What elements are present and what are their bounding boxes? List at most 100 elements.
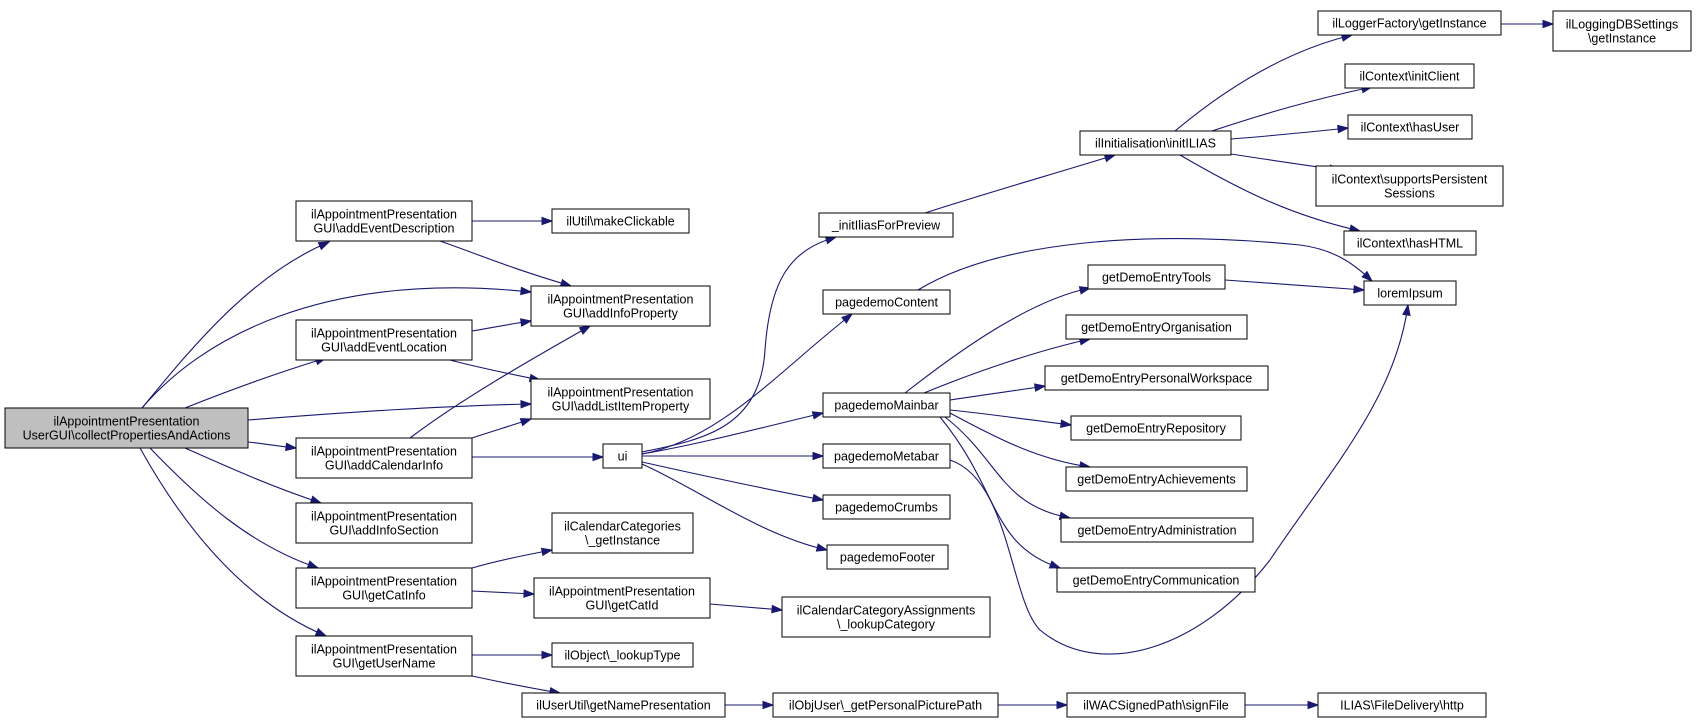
node-loggerFactory[interactable]: ilLoggerFactory\getInstance <box>1317 10 1502 36</box>
node-label: ilAppointmentPresentation <box>311 510 457 524</box>
node-addListItemProperty[interactable]: ilAppointmentPresentationGUI\addListItem… <box>530 378 711 420</box>
node-label: pagedemoMainbar <box>834 399 938 413</box>
node-box <box>1056 567 1256 593</box>
node-loremIpsum[interactable]: loremIpsum <box>1363 280 1457 306</box>
node-getDemoEntryCommunication[interactable]: getDemoEntryCommunication <box>1056 567 1256 593</box>
node-lookupType[interactable]: ilObject\_lookupType <box>551 642 694 668</box>
node-label: getDemoEntryPersonalWorkspace <box>1061 372 1253 386</box>
node-label: GUI\addEventDescription <box>313 222 454 236</box>
node-box <box>1087 264 1226 290</box>
node-addInfoSection[interactable]: ilAppointmentPresentationGUI\addInfoSect… <box>295 502 473 544</box>
arrowhead-icon <box>519 318 533 327</box>
node-box <box>1552 10 1692 52</box>
node-label: getDemoEntryAdministration <box>1077 524 1236 538</box>
node-label: \getInstance <box>1588 32 1656 46</box>
node-box <box>1065 314 1248 340</box>
arrowhead-icon <box>812 451 825 461</box>
node-getDemoEntryTools[interactable]: getDemoEntryTools <box>1087 264 1226 290</box>
node-addEventDescription[interactable]: ilAppointmentPresentationGUI\addEventDes… <box>295 200 473 242</box>
edge-line <box>949 412 1091 468</box>
node-box <box>822 289 951 315</box>
arrowhead-icon <box>841 313 854 324</box>
edge-loggerFactory-to-loggingDBSettings <box>1501 19 1555 29</box>
node-lookupCategory[interactable]: ilCalendarCategoryAssignments\_lookupCat… <box>781 596 991 638</box>
edge-pagedemoMainbar-to-getDemoEntryCommunication <box>939 416 1062 569</box>
node-box <box>521 692 726 718</box>
arrowhead-icon <box>541 216 554 226</box>
edge-ui-to-pagedemoCrumbs <box>641 461 825 503</box>
node-loggingDBSettings[interactable]: ilLoggingDBSettings\getInstance <box>1552 10 1692 52</box>
node-getDemoEntryAdministration[interactable]: getDemoEntryAdministration <box>1060 517 1254 543</box>
node-pagedemoFooter[interactable]: pagedemoFooter <box>826 544 949 570</box>
node-label: ilAppointmentPresentation <box>311 643 457 657</box>
node-getPersonalPicturePath[interactable]: ilObjUser\_getPersonalPicturePath <box>772 692 999 718</box>
node-label: ilAppointmentPresentation <box>548 293 694 307</box>
node-label: ilContext\supportsPersistent <box>1332 173 1488 187</box>
node-addCalendarInfo[interactable]: ilAppointmentPresentationGUI\addCalendar… <box>295 437 473 479</box>
edge-addEventLocation-to-addListItemProperty <box>449 359 542 383</box>
node-box <box>1044 365 1269 391</box>
edge-line <box>641 313 853 455</box>
edge-line <box>1174 34 1353 132</box>
node-label: getDemoEntryRepository <box>1086 422 1226 436</box>
node-label: getDemoEntryOrganisation <box>1081 321 1232 335</box>
node-addInfoProperty[interactable]: ilAppointmentPresentationGUI\addInfoProp… <box>530 285 711 327</box>
node-initClient[interactable]: ilContext\initClient <box>1344 63 1475 89</box>
node-label: getDemoEntryAchievements <box>1077 473 1235 487</box>
edge-line <box>184 357 327 409</box>
node-pagedemoMainbar[interactable]: pagedemoMainbar <box>822 392 951 418</box>
node-box <box>295 319 473 361</box>
node-addEventLocation[interactable]: ilAppointmentPresentationGUI\addEventLoc… <box>295 319 473 361</box>
node-box <box>1347 114 1473 140</box>
arrowhead-icon <box>540 547 554 557</box>
edge-line <box>709 603 783 611</box>
edge-line <box>247 403 532 421</box>
arrowhead-icon <box>309 495 323 504</box>
arrowhead-icon <box>1402 303 1411 317</box>
edge-addEventDescription-to-makeClickable <box>472 216 554 226</box>
node-getDemoEntryPersonalWorkspace[interactable]: getDemoEntryPersonalWorkspace <box>1044 365 1269 391</box>
node-box <box>551 512 694 554</box>
node-label: ilUtil\makeClickable <box>566 215 674 229</box>
node-pagedemoMetabar[interactable]: pagedemoMetabar <box>822 443 951 469</box>
node-box <box>822 392 951 418</box>
node-calCatGetInstance[interactable]: ilCalendarCategories\_getInstance <box>551 512 694 554</box>
edge-line <box>1230 127 1349 140</box>
edge-line <box>141 241 330 409</box>
arrowhead-icon <box>1078 286 1092 295</box>
node-initILIAS[interactable]: ilInitialisation\initILIAS <box>1079 130 1232 156</box>
edge-getCatId-to-lookupCategory <box>709 603 784 614</box>
node-label: ilWACSignedPath\signFile <box>1083 699 1228 713</box>
node-getDemoEntryOrganisation[interactable]: getDemoEntryOrganisation <box>1065 314 1248 340</box>
edge-line <box>939 416 1061 569</box>
node-getNamePresentation[interactable]: ilUserUtil\getNamePresentation <box>521 692 726 718</box>
edge-initILIAS-to-hasUser <box>1230 124 1350 140</box>
edge-initIliasForPreview-to-initILIAS <box>924 153 1117 214</box>
node-makeClickable[interactable]: ilUtil\makeClickable <box>551 208 690 234</box>
node-signFile[interactable]: ilWACSignedPath\signFile <box>1066 692 1246 718</box>
node-ui[interactable]: ui <box>602 443 643 469</box>
node-initIliasForPreview[interactable]: _initIliasForPreview <box>818 212 954 238</box>
node-hasHTML[interactable]: ilContext\hasHTML <box>1343 230 1477 256</box>
node-getDemoEntryAchievements[interactable]: getDemoEntryAchievements <box>1065 466 1248 492</box>
node-label: ilAppointmentPresentation <box>311 445 457 459</box>
node-http[interactable]: ILIAS\FileDelivery\http <box>1317 692 1487 718</box>
arrowhead-icon <box>1103 153 1117 163</box>
edge-line <box>471 675 561 694</box>
node-label: ilContext\hasUser <box>1361 121 1460 135</box>
arrowhead-icon <box>578 325 592 335</box>
node-getDemoEntryRepository[interactable]: getDemoEntryRepository <box>1070 415 1242 441</box>
node-root[interactable]: ilAppointmentPresentationUserGUI\collect… <box>4 407 249 449</box>
node-label: UserGUI\collectPropertiesAndActions <box>23 429 231 443</box>
node-hasUser[interactable]: ilContext\hasUser <box>1347 114 1473 140</box>
node-label: _initIliasForPreview <box>831 219 941 233</box>
node-pagedemoContent[interactable]: pagedemoContent <box>822 289 951 315</box>
edge-line <box>944 416 1071 519</box>
node-pagedemoCrumbs[interactable]: pagedemoCrumbs <box>822 494 951 520</box>
edge-getCatInfo-to-getCatId <box>471 589 536 598</box>
node-box <box>295 635 473 677</box>
